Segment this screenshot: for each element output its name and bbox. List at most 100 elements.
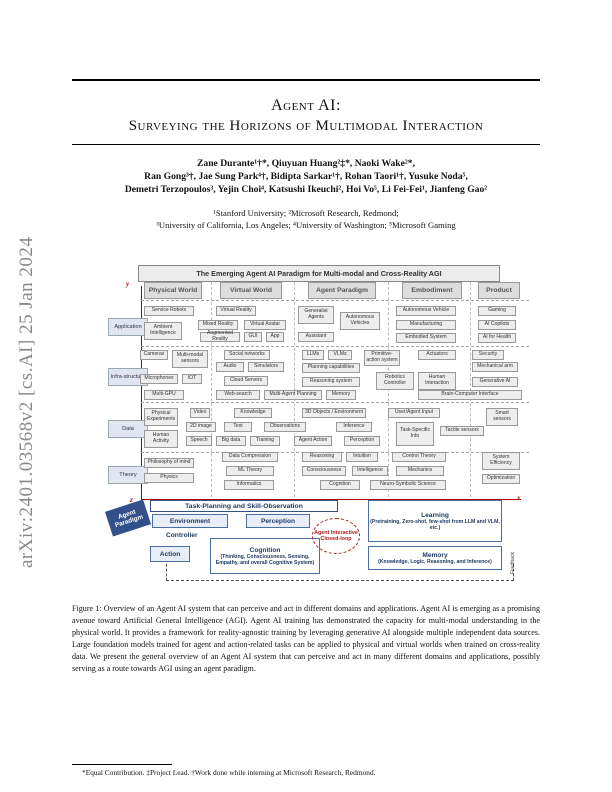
cell-security: Security bbox=[472, 350, 504, 360]
row-divider bbox=[141, 402, 529, 403]
closed-loop-label: Agent Interactive Closed-loop bbox=[314, 530, 358, 542]
cell-optimization: Optimization bbox=[482, 474, 520, 484]
cell-audio: Audio bbox=[216, 362, 244, 372]
cell-training: Training bbox=[250, 436, 280, 446]
x-axis bbox=[141, 499, 521, 500]
cell-autonomous-vehicle: Autonomous Vehicle bbox=[396, 306, 456, 316]
cell-speech: Speech bbox=[186, 436, 212, 446]
cell-perception: Perception bbox=[344, 436, 380, 446]
cell-actuators: Actuators bbox=[418, 350, 456, 360]
column-physical-world: Physical World bbox=[144, 282, 202, 299]
cell-generalist-agents: Generalist Agents bbox=[298, 306, 334, 324]
feedback-label: Feedback bbox=[510, 552, 516, 574]
perception-box: Perception bbox=[246, 514, 310, 528]
cell-ai-copilots: AI Copilots bbox=[478, 320, 516, 330]
cell-virtual-avatar: Virtual Avatar bbox=[244, 320, 286, 330]
cell-2d-image: 2D image bbox=[186, 422, 216, 432]
footnote-rule bbox=[72, 764, 172, 765]
cell-embodied-system: Embodied System bbox=[396, 333, 456, 343]
cell-ai-for-health: AI for Health bbox=[478, 333, 516, 343]
cell-generative-ai: Generative AI bbox=[472, 377, 518, 387]
affiliation-line2: ³University of California, Los Angeles; … bbox=[156, 220, 456, 230]
cell-ambient-intelligence: Ambient Intelligence bbox=[144, 322, 182, 340]
cell-gui: GUI bbox=[244, 332, 262, 342]
cell-manufacturing: Manufacturing bbox=[396, 320, 456, 330]
cell-3d-objects: 3D Objects / Environment bbox=[302, 408, 366, 418]
cell-robotics-controller: Robotics Controller bbox=[376, 372, 414, 390]
cell-intelligence: Intelligence bbox=[352, 466, 388, 476]
cell-iot: IOT bbox=[182, 374, 202, 384]
cell-simulators: Simulators bbox=[248, 362, 284, 372]
row-application: Application bbox=[108, 318, 148, 336]
cell-service-robots: Service Robots bbox=[144, 306, 194, 316]
column-agent-paradigm: Agent Paradigm bbox=[308, 282, 376, 299]
cell-physical-experiments: Physical Experiments bbox=[144, 408, 178, 426]
agent-paradigm-tag: Agent Paradigm bbox=[104, 499, 152, 537]
y-axis-label: y bbox=[126, 280, 130, 288]
cell-control-theory: Control Theory bbox=[392, 452, 446, 462]
cell-task-specific-info: Task-Specific Info bbox=[396, 422, 434, 446]
cell-reasoning-system: Reasoning system bbox=[302, 377, 360, 387]
memory-title: Memory bbox=[422, 551, 448, 559]
memory-subtitle: (Knowledge, Logic, Reasoning, and Infere… bbox=[378, 558, 492, 565]
row-divider bbox=[141, 346, 529, 347]
cell-llms: LLMs bbox=[302, 350, 324, 360]
cell-inference: Inference bbox=[336, 422, 372, 432]
figure-banner-title: The Emerging Agent AI Paradigm for Multi… bbox=[138, 265, 500, 282]
cell-microphones: Microphones bbox=[140, 374, 178, 384]
arxiv-stamp: arXiv:2401.03568v2 [cs.AI] 25 Jan 2024 bbox=[16, 236, 37, 568]
environment-box: Environment bbox=[152, 514, 228, 528]
cell-reasoning: Reasoning bbox=[302, 452, 342, 462]
title-bottom-rule bbox=[72, 144, 540, 145]
cell-multimodal-sensors: Multi-modal sensors bbox=[172, 350, 208, 368]
cell-system-efficiency: System Efficiency bbox=[482, 452, 520, 470]
cell-vlms: VLMs bbox=[328, 350, 352, 360]
cell-observations: Observations bbox=[264, 422, 306, 432]
action-box: Action bbox=[150, 546, 190, 562]
cell-human-interaction: Human Interaction bbox=[418, 372, 456, 390]
cell-big-data: Big data bbox=[216, 436, 246, 446]
x-axis-label: x bbox=[517, 494, 521, 502]
divider bbox=[470, 282, 471, 497]
cell-consciousness: Consciousness bbox=[302, 466, 346, 476]
cognition-subtitle: (Thinking, Consciousness, Sensing, Empat… bbox=[215, 553, 315, 566]
column-virtual-world: Virtual World bbox=[220, 282, 282, 299]
feedback-loop bbox=[166, 564, 514, 581]
cell-multi-agent-planning: Multi-Agent Planning bbox=[264, 390, 322, 400]
authors-line1: Zane Durante¹†*, Qiuyuan Huang²‡*, Naoki… bbox=[197, 158, 415, 169]
cell-tactile-sensors: Tactile sensors bbox=[440, 426, 484, 436]
learning-subtitle: (Pretraining, Zero-shot, few-shot from L… bbox=[370, 518, 500, 531]
cell-mixed-reality: Mixed Reality bbox=[198, 320, 238, 330]
cell-data-compression: Data Compression bbox=[222, 452, 278, 462]
cell-video: Video bbox=[190, 408, 210, 418]
column-embodiment: Embodiment bbox=[402, 282, 462, 299]
cell-primitive-action: Primitive-action system bbox=[364, 350, 400, 366]
task-planning-box: Task-Planning and Skill-Observation bbox=[150, 500, 338, 512]
cell-neuro-symbolic-science: Neuro-Symbolic Science bbox=[370, 480, 446, 490]
cell-informatics: Informatics bbox=[224, 480, 274, 490]
cell-mechanical-arm: Mechanical arm bbox=[472, 362, 518, 372]
cell-agent-action: Agent Action bbox=[294, 436, 332, 446]
cell-virtual-reality: Virtual Reality bbox=[216, 306, 256, 316]
closed-loop-ellipse: Agent Interactive Closed-loop bbox=[312, 518, 360, 554]
authors-line2: Ran Gong³†, Jae Sung Park⁴†, Bidipta Sar… bbox=[144, 171, 468, 182]
cell-smart-sensors: Smart sensors bbox=[486, 408, 518, 426]
cell-web-search: Web-search bbox=[216, 390, 260, 400]
learning-box: Learning (Pretraining, Zero-shot, few-sh… bbox=[368, 500, 502, 542]
cell-knowledge: Knowledge bbox=[234, 408, 272, 418]
cell-mechanics: Mechanics bbox=[396, 466, 444, 476]
cognition-title: Cognition bbox=[249, 546, 281, 554]
paper-title-line2: Surveying the Horizons of Multimodal Int… bbox=[128, 118, 484, 134]
cell-multi-gpu: Multi-GPU bbox=[144, 390, 184, 400]
affiliation-line1: ¹Stanford University; ²Microsoft Researc… bbox=[213, 208, 399, 218]
cognition-box: Cognition (Thinking, Consciousness, Sens… bbox=[210, 538, 320, 574]
cell-philosophy-of-mind: Philosophy of mind bbox=[144, 458, 194, 468]
authors-line3: Demetri Terzopoulos³, Yejin Choi⁴, Katsu… bbox=[124, 184, 488, 195]
y-axis bbox=[141, 286, 142, 500]
cell-ml-theory: ML Theory bbox=[226, 466, 274, 476]
cell-assistant: Assistant bbox=[298, 332, 334, 342]
paper-title-line1: Agent AI: bbox=[271, 97, 341, 114]
figure-1: The Emerging Agent AI Paradigm for Multi… bbox=[104, 262, 529, 597]
cell-autonomous-vehicles: Autonomous Vehicles bbox=[340, 312, 380, 330]
cell-text: Text bbox=[224, 422, 252, 432]
